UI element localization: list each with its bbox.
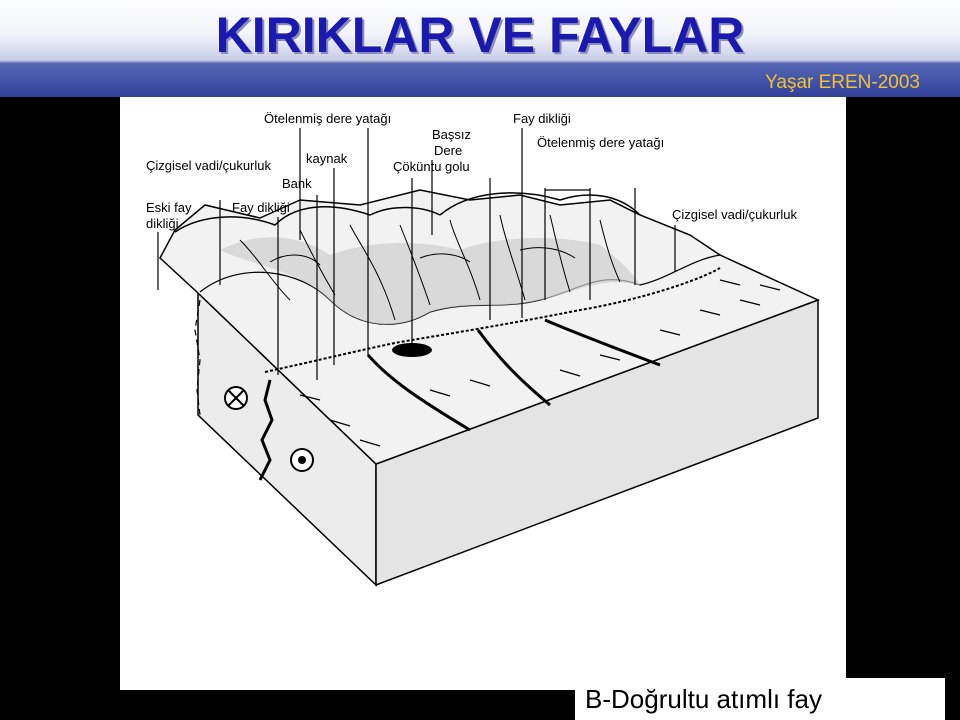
label-cizgisel-vadi-left: Çizgisel vadi/çukurluk [146,158,271,173]
label-fay-dikligi-top: Fay dikliği [513,111,571,126]
label-dikligi: dikliği [146,216,179,231]
sag-pond [392,343,432,357]
hill-shading [220,237,640,325]
hill-ridge-back [439,192,641,216]
label-otelenmis-dere-yatagi-1: Ötelenmiş dere yatağı [264,111,392,126]
drainage-lines [239,214,621,321]
label-kaynak: kaynak [306,151,348,166]
leader-lines [157,128,676,380]
caption-box: B-Doğrultu atımlı fay [575,678,945,720]
label-otelenmis-dere-yatagi-2: Ötelenmiş dere yatağı [537,135,665,150]
label-bank: Bank [282,176,312,191]
cross-circle-icon [224,386,248,410]
fault-crack-left-face [258,379,274,481]
dot-circle-icon [290,448,314,472]
label-fay-dikligi-left: Fay dikliği [232,200,290,215]
label-dere: Dere [434,143,463,158]
label-cizgisel-vadi-right: Çizgisel vadi/çukurluk [672,207,797,222]
title-banner-band [0,64,960,97]
caption-text: B-Doğrultu atımlı fay [585,684,822,714]
offset-streams [366,318,661,432]
surface-dashes [299,279,781,447]
label-cokuntu-golu: Çöküntu golu [393,159,470,174]
fault-line-left-face [194,299,201,416]
page-title: KIRIKLAR VE FAYLAR [215,7,745,63]
label-bassiz: Başsız [432,127,472,142]
label-eski-fay: Eski fay [146,200,192,215]
hill-ridge-left [174,206,441,233]
fault-trace-main [264,267,721,373]
author-credit: Yaşar EREN-2003 [765,72,920,93]
